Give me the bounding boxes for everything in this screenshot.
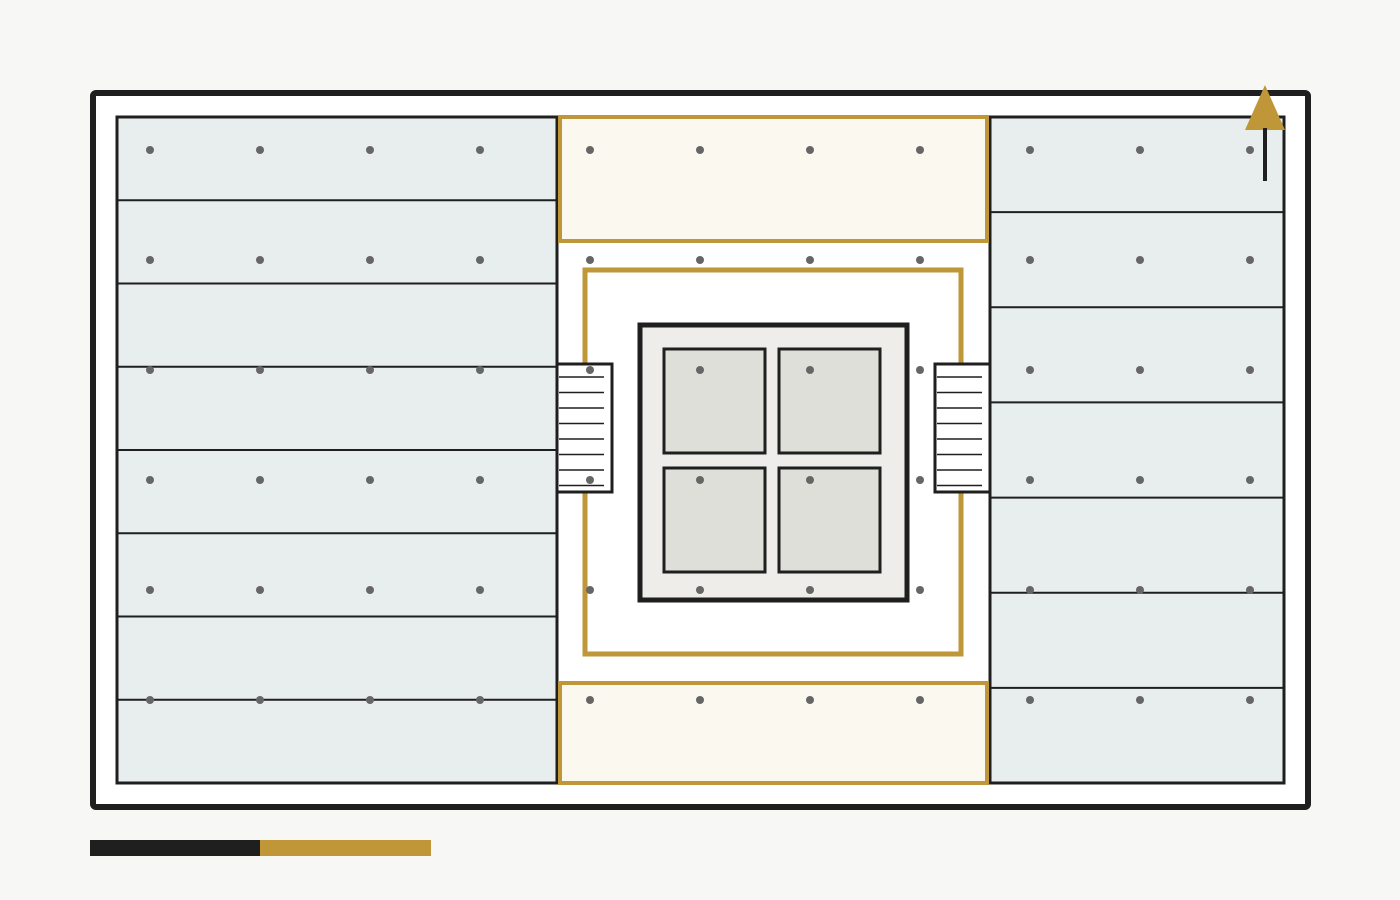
stair-right: [933, 362, 992, 494]
scale-bar-segment: [90, 840, 261, 856]
column-dot: [146, 696, 154, 704]
column-dot: [1136, 696, 1144, 704]
column-dot: [806, 366, 814, 374]
column-dot: [806, 146, 814, 154]
column-dot: [366, 696, 374, 704]
column-dot: [916, 586, 924, 594]
top-band: [558, 115, 989, 243]
column-dot: [916, 696, 924, 704]
column-dot: [1246, 696, 1254, 704]
column-dot: [916, 146, 924, 154]
column-dot: [366, 476, 374, 484]
column-grid: [146, 146, 1254, 704]
column-dot: [1136, 366, 1144, 374]
column-dot: [146, 366, 154, 374]
column-dot: [916, 256, 924, 264]
column-dot: [1026, 256, 1034, 264]
column-dot: [366, 146, 374, 154]
column-dot: [366, 256, 374, 264]
core-room: [777, 347, 882, 455]
column-dot: [146, 256, 154, 264]
column-dot: [1136, 476, 1144, 484]
column-dot: [1026, 696, 1034, 704]
column-dot: [586, 476, 594, 484]
core-rooms: [662, 347, 882, 574]
column-dot: [916, 476, 924, 484]
column-dot: [366, 366, 374, 374]
core-room: [662, 466, 767, 574]
column-dot: [1026, 146, 1034, 154]
column-dot: [476, 476, 484, 484]
column-dot: [146, 476, 154, 484]
column-dot: [806, 256, 814, 264]
column-dot: [696, 586, 704, 594]
column-dot: [696, 696, 704, 704]
right-wing-dividers: [990, 211, 1284, 689]
column-dot: [476, 586, 484, 594]
column-dot: [696, 366, 704, 374]
column-dot: [916, 366, 924, 374]
column-dot: [806, 586, 814, 594]
bottom-band: [558, 681, 989, 785]
column-dot: [476, 696, 484, 704]
core-room: [777, 466, 882, 574]
column-dot: [586, 366, 594, 374]
column-dot: [806, 696, 814, 704]
column-dot: [806, 476, 814, 484]
column-dot: [1246, 366, 1254, 374]
column-dot: [476, 256, 484, 264]
column-dot: [366, 586, 374, 594]
scale-bar: [90, 840, 431, 856]
column-dot: [256, 476, 264, 484]
column-dot: [586, 696, 594, 704]
column-dot: [1136, 146, 1144, 154]
column-dot: [1136, 586, 1144, 594]
north-arrow-icon: [1245, 85, 1285, 181]
column-dot: [586, 586, 594, 594]
column-dot: [1026, 586, 1034, 594]
column-dot: [1026, 476, 1034, 484]
column-dot: [256, 696, 264, 704]
column-dot: [256, 366, 264, 374]
column-dot: [476, 366, 484, 374]
column-dot: [256, 256, 264, 264]
column-dot: [1026, 366, 1034, 374]
stair-outline: [933, 362, 992, 494]
column-dot: [1246, 146, 1254, 154]
column-dot: [586, 256, 594, 264]
column-dot: [476, 146, 484, 154]
column-dot: [1136, 256, 1144, 264]
column-dot: [146, 586, 154, 594]
column-dot: [1246, 586, 1254, 594]
column-dot: [586, 146, 594, 154]
column-dot: [696, 146, 704, 154]
column-dot: [1246, 256, 1254, 264]
right-wing: [988, 115, 1286, 785]
core-room: [662, 347, 767, 455]
scale-bar-segment: [260, 840, 431, 856]
column-dot: [146, 146, 154, 154]
left-wing-dividers: [117, 199, 557, 701]
stair-left: [555, 362, 614, 494]
column-dot: [696, 476, 704, 484]
column-dot: [256, 146, 264, 154]
column-dot: [256, 586, 264, 594]
stair-outline: [555, 362, 614, 494]
column-dot: [1246, 476, 1254, 484]
column-dot: [696, 256, 704, 264]
